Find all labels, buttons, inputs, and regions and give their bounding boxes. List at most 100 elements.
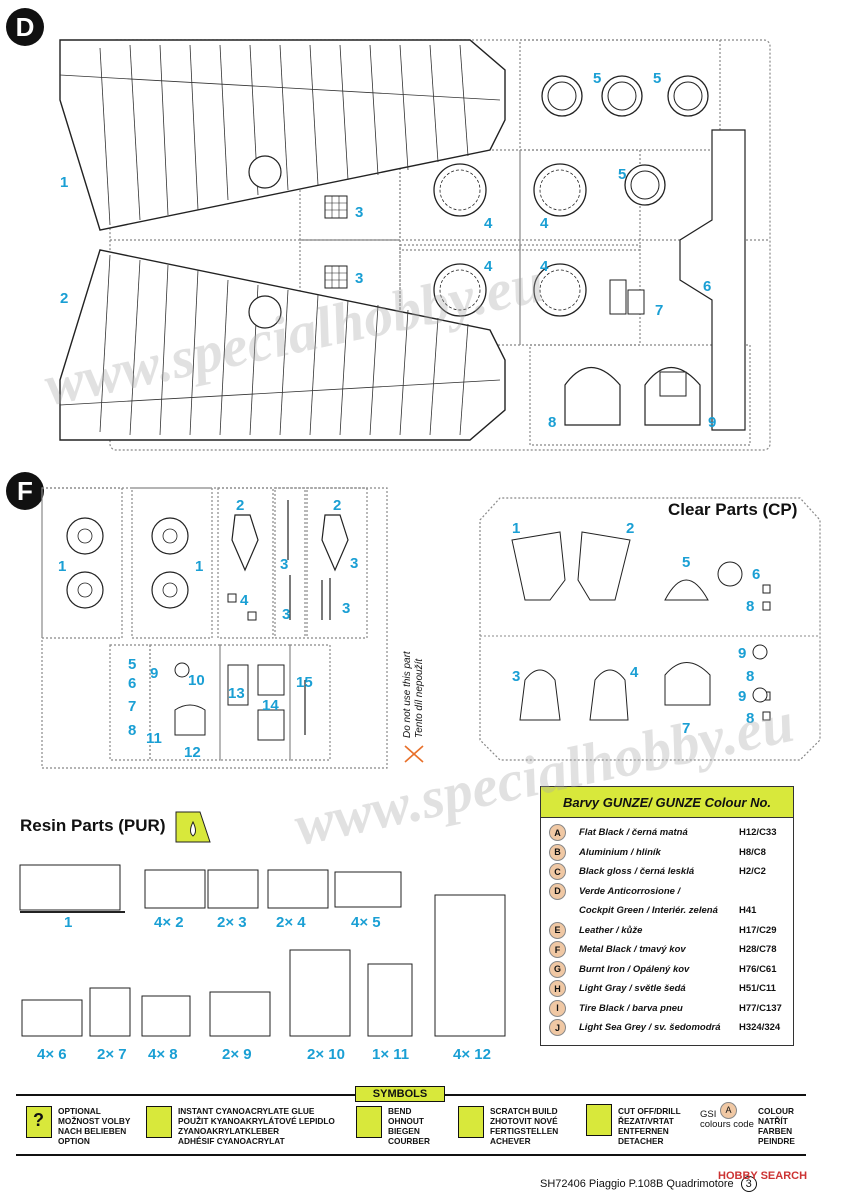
resin-label: 2× 10 bbox=[307, 1046, 345, 1063]
section-f-badge: F bbox=[6, 472, 44, 510]
resin-label: 4× 5 bbox=[351, 914, 381, 931]
optional-icon: ? bbox=[26, 1106, 52, 1138]
colour-code: H51/C11 bbox=[739, 983, 776, 994]
part-label: 7 bbox=[128, 698, 137, 715]
colour-name: Leather / kůže bbox=[579, 924, 643, 936]
part-label: 3 bbox=[282, 606, 291, 623]
part-label: 9 bbox=[738, 688, 747, 705]
colour-name: Flat Black / černá matná bbox=[579, 827, 688, 838]
part-label: 12 bbox=[184, 744, 201, 761]
symbol-gsi: GSI colours code bbox=[700, 1109, 754, 1130]
part-label: 6 bbox=[703, 278, 712, 295]
page-number: 3 bbox=[740, 1176, 757, 1192]
colour-code: H8/C8 bbox=[739, 846, 766, 858]
colour-name: Black gloss / černá lesklá bbox=[579, 866, 695, 877]
colour-row: A Flat Black / černá matná H12/C33 bbox=[541, 823, 793, 842]
part-label: 8 bbox=[128, 722, 137, 739]
resin-parts-title: Resin Parts (PUR) bbox=[20, 816, 166, 835]
colour-code: H77/C137 bbox=[739, 1002, 782, 1014]
colour-name: Burnt Iron / Opálený kov bbox=[579, 963, 690, 975]
colour-code: H28/C78 bbox=[739, 944, 777, 955]
resin-label: 1 bbox=[64, 914, 73, 931]
part-label: 3 bbox=[355, 204, 364, 221]
part-label: 3 bbox=[350, 555, 359, 572]
part-label: 4 bbox=[630, 664, 639, 681]
resin-label: 2× 9 bbox=[222, 1046, 252, 1063]
colour-code: H76/C61 bbox=[739, 963, 777, 975]
clear-parts-title: Clear Parts (CP) bbox=[668, 500, 798, 519]
part-label: 4 bbox=[484, 215, 493, 232]
part-label: 5 bbox=[128, 656, 137, 673]
colour-row: C Black gloss / černá lesklá H2/C2 bbox=[541, 862, 793, 881]
part-label: 4 bbox=[540, 215, 549, 232]
resin-label: 2× 4 bbox=[276, 914, 306, 931]
colour-letter-badge: I bbox=[549, 999, 566, 1017]
colour-letter-badge: J bbox=[549, 1019, 566, 1036]
colour-letter-badge: B bbox=[549, 843, 566, 861]
symbol-bend: BEND OHNOUT BIEGEN COURBER bbox=[388, 1106, 430, 1146]
part-label: 1 bbox=[58, 558, 67, 575]
part-label: 5 bbox=[653, 70, 662, 87]
colour-row: G Burnt Iron / Opálený kov H76/C61 bbox=[541, 960, 793, 979]
hand-icon bbox=[458, 1106, 484, 1138]
part-label: 1 bbox=[512, 520, 521, 537]
part-label: 7 bbox=[655, 302, 664, 319]
part-label: 8 bbox=[746, 710, 755, 727]
colour-name: Metal Black / tmavý kov bbox=[579, 944, 686, 955]
colour-letter-badge: A bbox=[549, 824, 566, 841]
part-label: 2 bbox=[236, 497, 245, 514]
part-label: 4 bbox=[540, 258, 549, 275]
gsi-letter-badge: A bbox=[720, 1102, 737, 1119]
part-label: 11 bbox=[146, 730, 162, 747]
symbol-scratch: SCRATCH BUILD ZHOTOVIT NOVÉ FERTIGSTELLE… bbox=[490, 1106, 559, 1146]
colour-letter-badge: C bbox=[549, 863, 566, 880]
part-label: 2 bbox=[626, 520, 635, 537]
part-label: 8 bbox=[746, 668, 755, 685]
part-label: 3 bbox=[342, 600, 351, 617]
symbol-optional: OPTIONAL MOŽNOST VOLBY NACH BELIEBEN OPT… bbox=[58, 1106, 131, 1146]
symbols-title: SYMBOLS bbox=[355, 1086, 445, 1102]
part-label: 4 bbox=[240, 592, 249, 609]
resin-label: 1× 11 bbox=[372, 1046, 410, 1063]
part-label: 8 bbox=[746, 598, 755, 615]
colour-code: H2/C2 bbox=[739, 866, 766, 877]
colour-letter-badge: G bbox=[549, 960, 566, 978]
part-label: 1 bbox=[195, 558, 204, 575]
bend-icon bbox=[356, 1106, 382, 1138]
glue-drop-icon bbox=[146, 1106, 172, 1138]
colour-row: J Light Sea Grey / sv. šedomodrá H324/324 bbox=[541, 1018, 793, 1037]
colour-code: H41 bbox=[739, 905, 757, 916]
part-label: 10 bbox=[188, 672, 205, 689]
part-label: 5 bbox=[682, 554, 691, 571]
part-label: 13 bbox=[228, 685, 245, 702]
part-label: 2 bbox=[333, 497, 342, 514]
colour-name: Verde Anticorrosione / bbox=[579, 885, 681, 897]
resin-label: 4× 8 bbox=[148, 1046, 178, 1063]
symbol-cut: CUT OFF/DRILL ŘEZAT/VRTAT ENTFERNEN DETA… bbox=[618, 1106, 681, 1146]
part-label: 6 bbox=[752, 566, 761, 583]
part-label: 5 bbox=[618, 166, 627, 183]
part-label: 14 bbox=[262, 697, 279, 714]
cut-drill-icon bbox=[586, 1104, 612, 1136]
symbol-colour: COLOUR NATŘÍT FARBEN PEINDRE bbox=[758, 1106, 795, 1146]
colour-code: H12/C33 bbox=[739, 827, 777, 838]
footer-text: SH72406 Piaggio P.108B Quadrimotore 3 bbox=[540, 1176, 757, 1192]
part-label: 9 bbox=[150, 665, 159, 682]
colour-letter-badge: E bbox=[549, 921, 566, 939]
part-label: 15 bbox=[296, 674, 313, 691]
hobby-search-watermark: HOBBY SEARCH bbox=[718, 1170, 808, 1182]
colour-name: Light Sea Grey / sv. šedomodrá bbox=[579, 1022, 721, 1033]
colour-code: H324/324 bbox=[739, 1022, 781, 1033]
part-label: 9 bbox=[738, 645, 747, 662]
part-label: 7 bbox=[682, 720, 691, 737]
